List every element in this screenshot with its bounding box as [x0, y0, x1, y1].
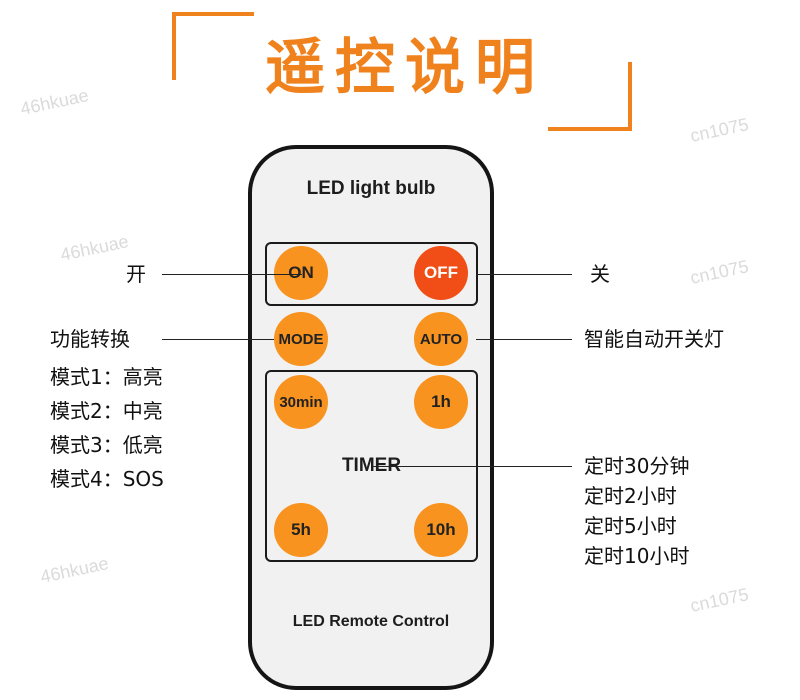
off-button[interactable]: OFF — [414, 246, 468, 300]
annotation-on: 开 — [126, 262, 146, 286]
title-bracket-top-left-vertical — [172, 12, 176, 80]
mode-item: 模式1：高亮 — [50, 365, 163, 389]
page-title: 遥控说明 — [265, 33, 545, 103]
remote-footer: LED Remote Control — [292, 613, 450, 630]
mode-item: 模式4：SOS — [50, 467, 164, 491]
mode-button[interactable]: MODE — [274, 312, 328, 366]
watermark: 46hkuae — [58, 231, 131, 265]
watermark: cn1075 — [688, 114, 751, 146]
watermark: 46hkuae — [38, 553, 111, 587]
watermark: cn1075 — [688, 584, 751, 616]
annotation-auto: 智能自动开关灯 — [584, 327, 724, 351]
callout-line-on — [162, 274, 302, 275]
timer-item: 定时10小时 — [584, 544, 690, 568]
timer-item: 定时2小时 — [584, 484, 677, 508]
timer-list: 定时30分钟 定时2小时 定时5小时 定时10小时 — [584, 451, 689, 571]
title-bracket-bottom-right-vertical — [628, 62, 632, 131]
mode-item: 模式3：低亮 — [50, 433, 163, 457]
timer-10h-button[interactable]: 10h — [414, 503, 468, 557]
timer-item: 定时5小时 — [584, 514, 677, 538]
title-bracket-top-left — [172, 12, 254, 16]
callout-line-auto — [476, 339, 572, 340]
annotation-off: 关 — [590, 262, 610, 286]
watermark: 46hkuae — [18, 85, 91, 119]
on-button[interactable]: ON — [274, 246, 328, 300]
callout-line-off — [476, 274, 572, 275]
auto-button[interactable]: AUTO — [414, 312, 468, 366]
title-bracket-bottom-right — [548, 127, 632, 131]
timer-1h-button[interactable]: 1h — [414, 375, 468, 429]
annotation-mode: 功能转换 — [50, 327, 130, 351]
remote-title: LED light bulb — [306, 178, 436, 199]
callout-line-mode — [162, 339, 274, 340]
mode-list: 模式1：高亮 模式2：中亮 模式3：低亮 模式4：SOS — [50, 360, 164, 496]
mode-item: 模式2：中亮 — [50, 399, 163, 423]
watermark: cn1075 — [688, 256, 751, 288]
timer-label: TIMER — [341, 455, 402, 476]
timer-5h-button[interactable]: 5h — [274, 503, 328, 557]
callout-line-timer — [372, 466, 572, 467]
timer-30min-button[interactable]: 30min — [274, 375, 328, 429]
timer-item: 定时30分钟 — [584, 454, 690, 478]
